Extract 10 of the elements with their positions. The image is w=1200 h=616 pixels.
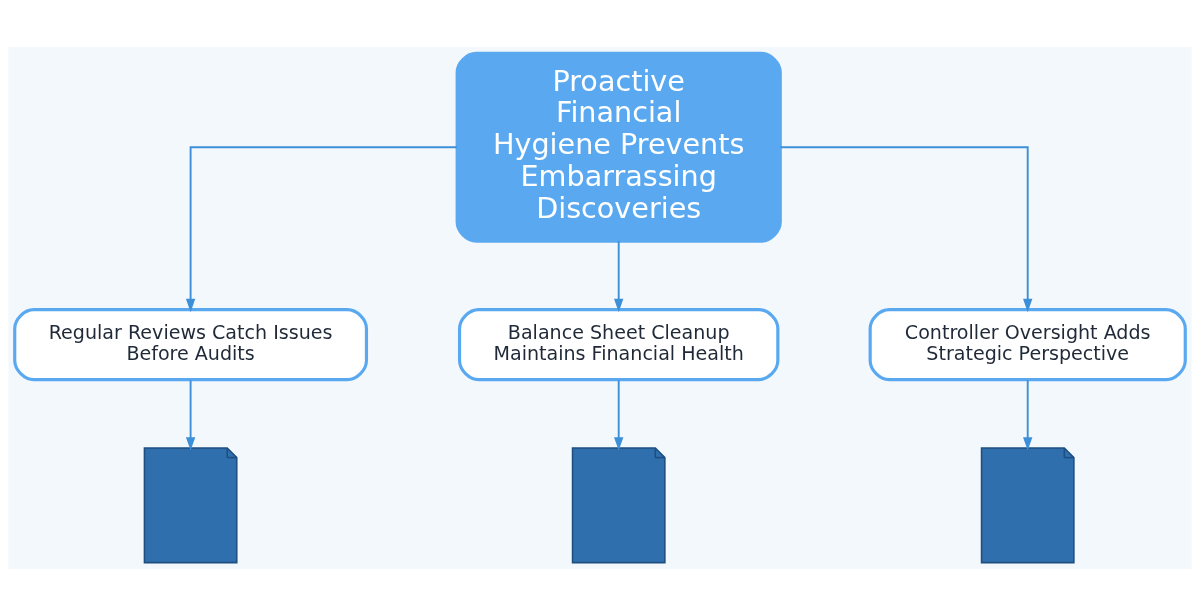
node-box: Balance Sheet Cleanup Maintains Financial Health [457,308,780,382]
arrow [614,240,624,313]
arrow [614,379,624,451]
arrow [1023,379,1033,451]
node-box: Controller Oversight Adds Strategic Perspective [868,308,1187,382]
node-box: Proactive Financial Hygiene Prevents Embarrassing Discoveries [455,51,782,243]
node-box: Regular Reviews Catch Issues Before Audits [13,308,369,382]
arrow [779,146,1033,313]
arrow [185,379,196,451]
arrow [185,146,458,313]
